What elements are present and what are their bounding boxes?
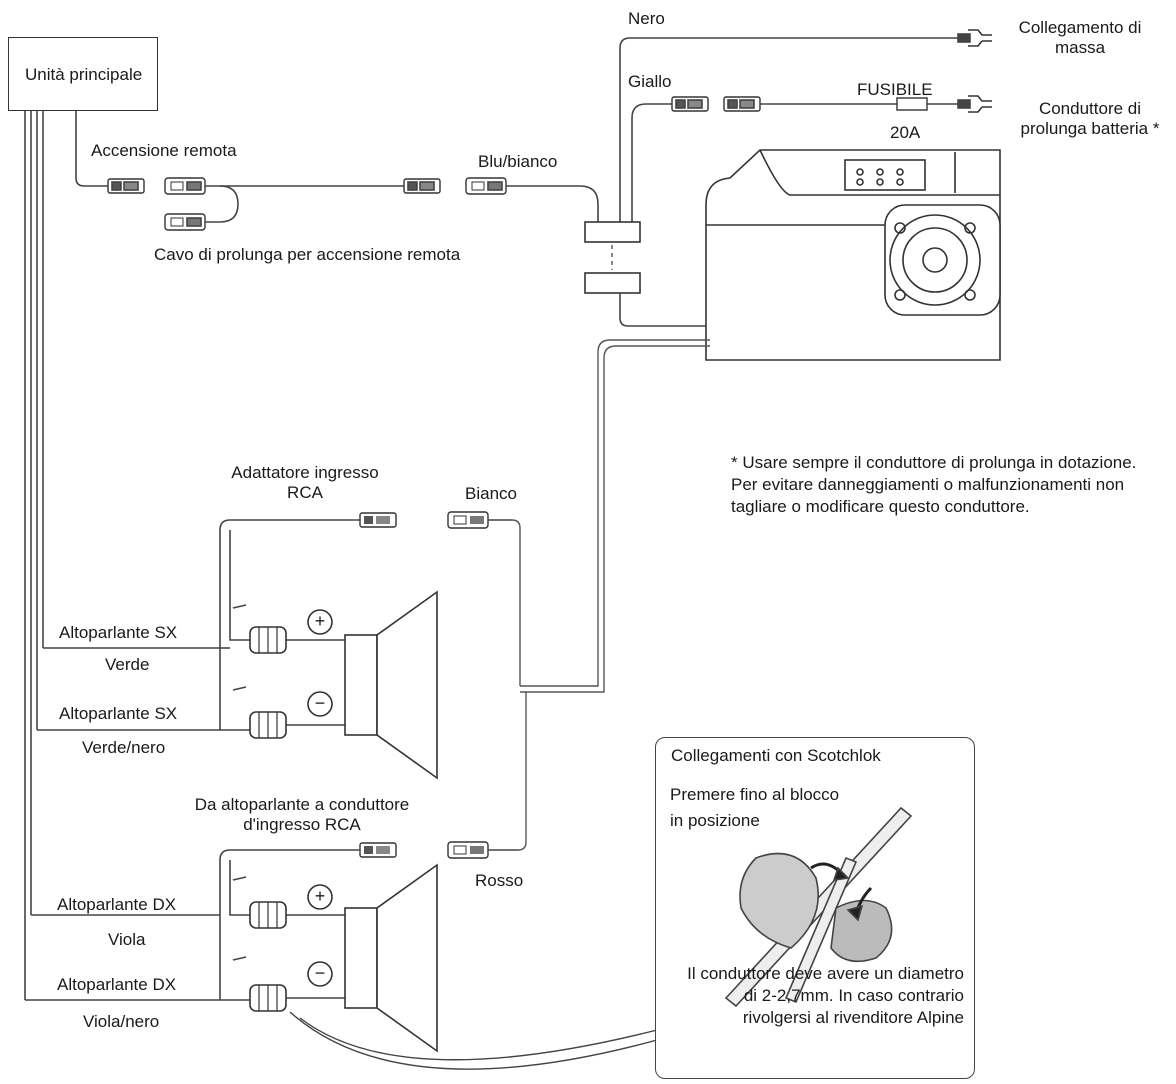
- yellow-wire-label: Giallo: [628, 72, 672, 91]
- speaker-color: Viola/nero: [83, 1012, 160, 1031]
- wire-clamp-bottom: [584, 272, 641, 294]
- rca-adapter-label: Adattatore ingresso RCA: [231, 463, 379, 502]
- speaker-name: Altoparlante SX: [59, 623, 178, 642]
- speaker-left-icon: [344, 590, 438, 780]
- fuse-label: FUSIBILE: [857, 80, 933, 99]
- speaker-color: Verde/nero: [82, 738, 166, 757]
- footnote: * Usare sempre il conduttore di prolunga…: [731, 453, 1137, 516]
- amplifier-unit: [705, 149, 1001, 361]
- minus-icon: [307, 691, 333, 717]
- minus-icon: [307, 961, 333, 987]
- rca-bundle: [511, 339, 710, 851]
- plus-icon: [307, 884, 333, 910]
- battery-lead-label: Conduttore di prolunga batteria *: [1020, 99, 1160, 138]
- scotchlok-panel: Collegamenti con Scotchlok Premere fino …: [655, 737, 975, 1079]
- scotchlok-illustration: [724, 806, 913, 1008]
- plus-icon: [307, 609, 333, 635]
- remote-extension-label: Cavo di prolunga per accensione remota: [154, 245, 461, 264]
- remote-on-wire: [107, 177, 599, 232]
- black-wire-label: Nero: [628, 9, 665, 28]
- head-unit: Unità principale: [8, 37, 158, 111]
- scotchlok-press-label: Premere fino al blocco in posizione: [670, 785, 840, 830]
- speaker-color: Verde: [105, 655, 150, 674]
- polarity-symbol: +: [314, 611, 326, 631]
- speaker-to-rca-label: Da altoparlante a conduttore d'ingresso …: [194, 795, 410, 834]
- speaker-color: Viola: [108, 930, 146, 949]
- scotchlok-title: Collegamenti con Scotchlok: [671, 746, 881, 765]
- head-unit-wires: [24, 111, 108, 1000]
- ground-wire: [619, 29, 993, 232]
- speaker-name: Altoparlante DX: [57, 895, 177, 914]
- scotchlok-connector-1: [249, 626, 287, 654]
- polarity-symbol: +: [314, 886, 326, 906]
- polarity-symbol: −: [314, 963, 326, 983]
- speaker-name: Altoparlante SX: [59, 704, 178, 723]
- red-wire-label: Rosso: [475, 871, 524, 890]
- polarity-symbol: −: [314, 693, 326, 713]
- scotchlok-wire-note: Il conduttore deve avere un diametro di …: [687, 964, 964, 1027]
- head-unit-label: Unità principale: [25, 65, 143, 84]
- scotchlok-connector-2: [249, 711, 287, 739]
- battery-wire: [631, 95, 993, 232]
- speaker-wires: [25, 519, 360, 1001]
- blue-white-label: Blu/bianco: [478, 152, 558, 171]
- scotchlok-connector-4: [249, 984, 287, 1012]
- fuse-rating: 20A: [890, 123, 921, 142]
- wire-clamp-top: [584, 221, 641, 243]
- speaker-name: Altoparlante DX: [57, 975, 177, 994]
- callout-curve: [289, 1011, 658, 1070]
- remote-on-label: Accensione remota: [91, 141, 237, 160]
- scotchlok-connector-3: [249, 901, 287, 929]
- speaker-right-icon: [344, 863, 438, 1053]
- white-wire-label: Bianco: [465, 484, 517, 503]
- ground-label: Collegamento di massa: [1018, 18, 1142, 57]
